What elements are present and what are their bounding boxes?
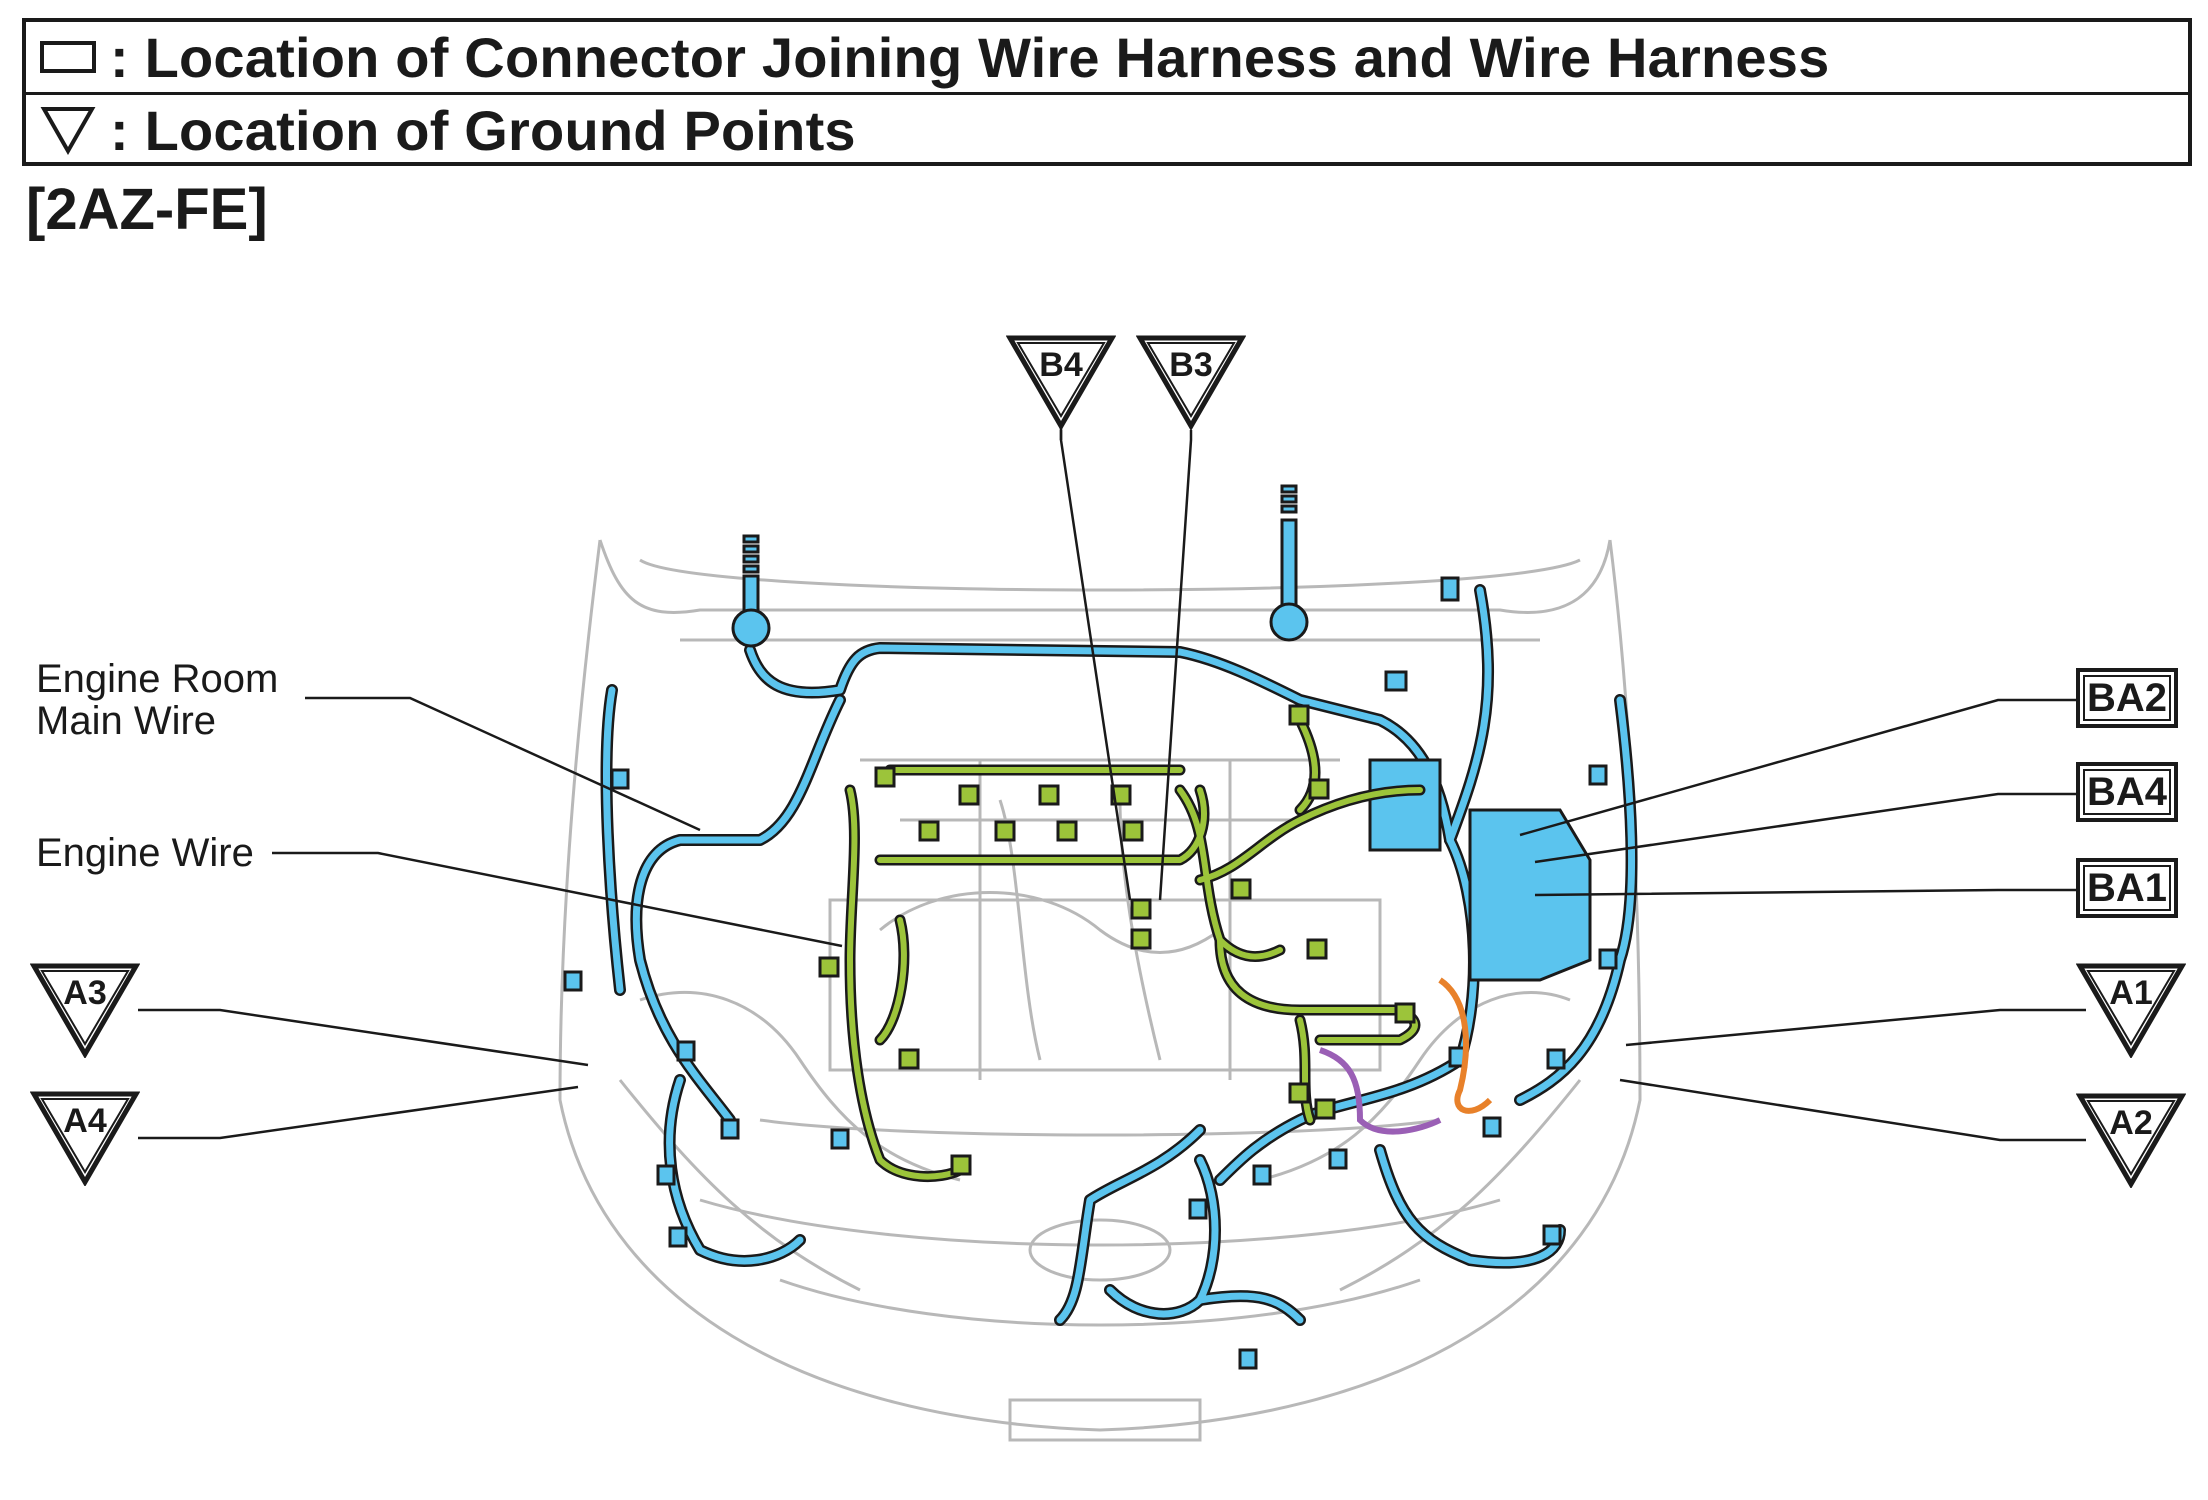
vehicle-body-outline — [558, 539, 1642, 1442]
ground-point-a4-label: A4 — [63, 1102, 107, 1140]
main-wire-connectors — [563, 576, 1618, 1370]
leader-ba1 — [1534, 888, 2080, 897]
label-engine-wire: Engine Wire — [36, 831, 254, 875]
relay-block — [1468, 808, 1592, 982]
ground-point-a1-label: A1 — [2109, 974, 2153, 1012]
leader-ba4 — [1534, 792, 2080, 864]
leader-engine-wire — [272, 851, 843, 948]
engine-wire-connectors — [818, 704, 1416, 1176]
legend-row-connector: : Location of Connector Joining Wire Har… — [26, 22, 2188, 95]
leader-ba2 — [1519, 698, 2080, 837]
ground-point-b4-label: B4 — [1039, 346, 1083, 384]
ground-point-a3: A3 — [30, 962, 140, 1058]
ground-point-a4: A4 — [30, 1090, 140, 1186]
ground-point-b4: B4 — [1006, 334, 1116, 430]
leader-lines — [138, 425, 2086, 1142]
relay-block-duct — [1368, 758, 1442, 852]
ground-point-a1: A1 — [2076, 962, 2186, 1058]
antenna-stubs — [731, 484, 1309, 648]
leader-a3 — [138, 1008, 589, 1067]
ground-point-b3-label: B3 — [1169, 346, 1213, 384]
legend-connector-text: : Location of Connector Joining Wire Har… — [110, 25, 1830, 89]
legend-ground-text: : Location of Ground Points — [110, 98, 856, 162]
ground-point-a2-label: A2 — [2109, 1104, 2153, 1142]
purple-wire — [1318, 1047, 1442, 1135]
ground-point-b3: B3 — [1136, 334, 1246, 430]
legend-box: : Location of Connector Joining Wire Har… — [22, 18, 2192, 166]
leader-a1 — [1625, 1008, 2086, 1047]
leader-engine-room-main-wire — [305, 696, 701, 832]
connector-ba2: BA2 — [2076, 668, 2178, 728]
leader-b3 — [1158, 430, 1193, 901]
label-engine-room-main-wire-line1: Engine Room — [36, 657, 279, 701]
ground-point-a3-label: A3 — [63, 974, 107, 1012]
ground-point-a2: A2 — [2076, 1092, 2186, 1188]
label-engine-room-main-wire: Engine Room Main Wire — [36, 658, 278, 742]
connector-ba1: BA1 — [2076, 858, 2178, 918]
label-engine-room-main-wire-line2: Main Wire — [36, 699, 217, 743]
leader-a2 — [1619, 1078, 2086, 1142]
orange-wire — [1438, 977, 1493, 1114]
legend-row-ground: : Location of Ground Points — [26, 95, 2188, 165]
leader-a4 — [138, 1085, 579, 1140]
ground-triangle-icon — [38, 100, 98, 160]
connector-rectangle-icon — [38, 27, 98, 87]
connector-ba4: BA4 — [2076, 762, 2178, 822]
engine-code: [2AZ-FE] — [26, 177, 268, 242]
